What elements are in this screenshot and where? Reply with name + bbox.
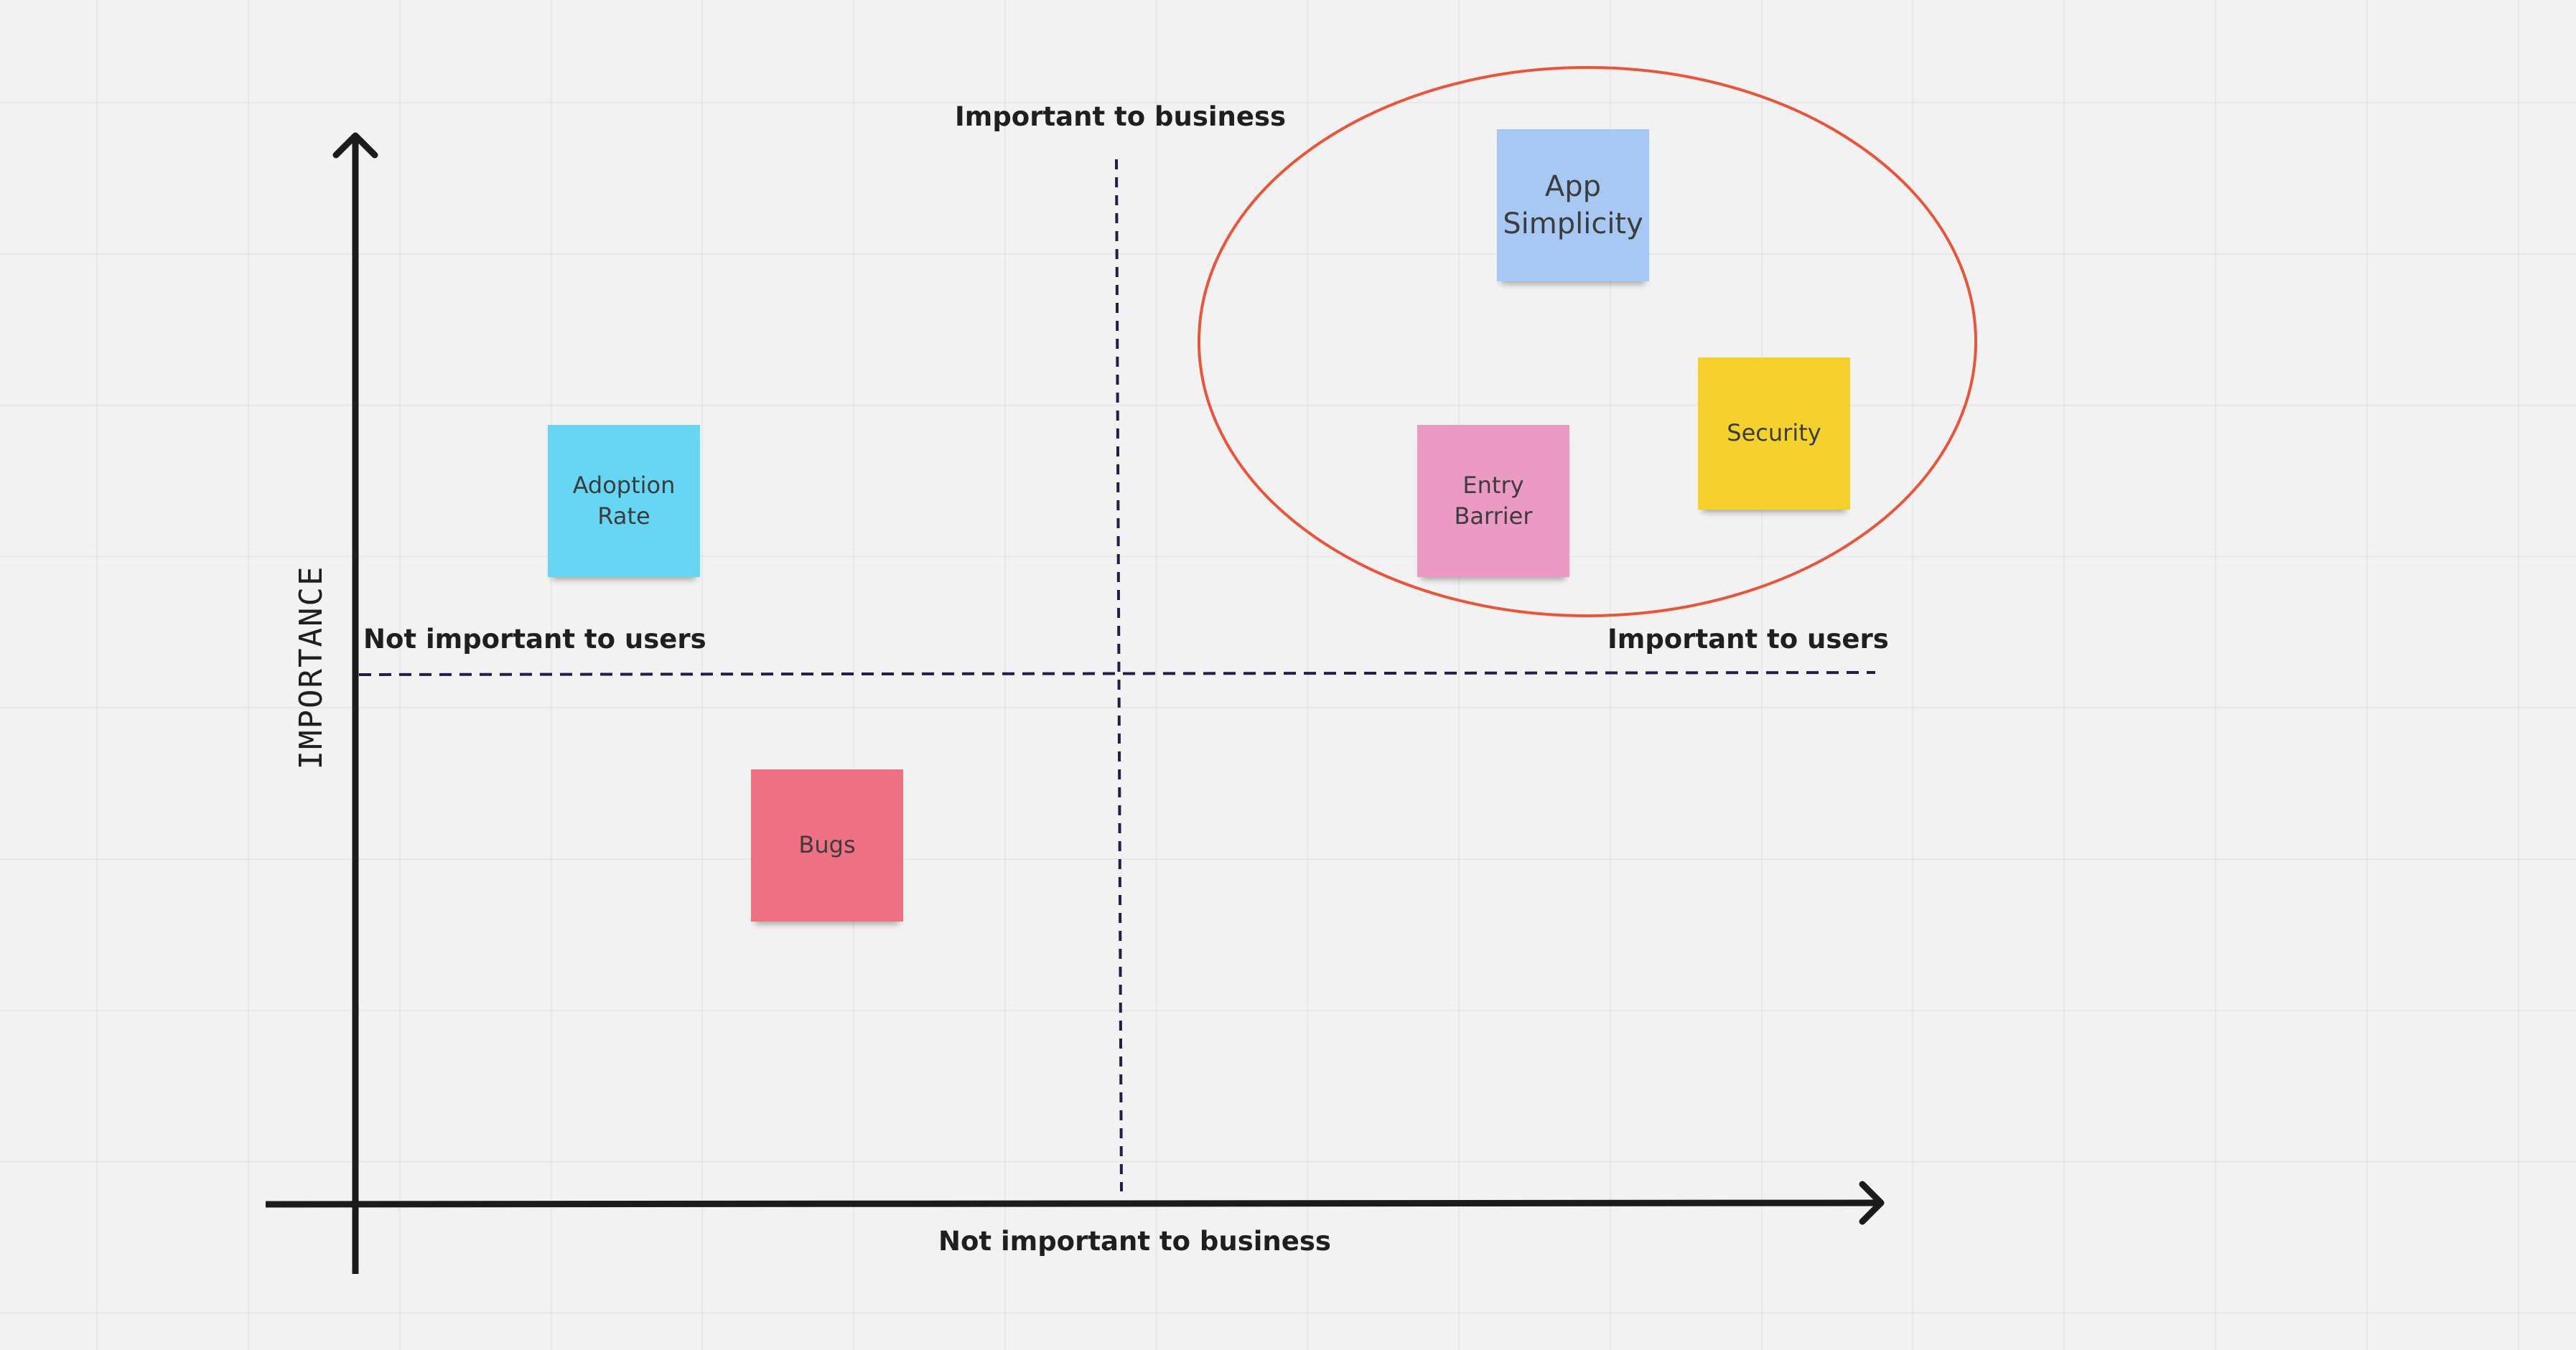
x-axis	[265, 1199, 1877, 1208]
label-important-to-business: Important to business	[955, 101, 1287, 132]
sticky-note-security[interactable]: Security	[1698, 357, 1850, 510]
sticky-note-text: Security	[1727, 419, 1821, 447]
y-axis-arrowhead	[332, 132, 378, 159]
highlight-ellipse[interactable]	[1198, 66, 1977, 617]
horizontal-divider	[358, 671, 1876, 676]
x-axis-arrowhead	[1859, 1181, 1885, 1225]
sticky-note-text: Bugs	[798, 831, 856, 859]
sticky-note-bugs[interactable]: Bugs	[751, 769, 903, 922]
label-not-important-to-business: Not important to business	[938, 1226, 1331, 1257]
vertical-divider	[1115, 159, 1123, 1192]
label-important-to-users: Important to users	[1607, 624, 1889, 655]
label-not-important-to-users: Not important to users	[363, 624, 706, 655]
y-axis-title: IMPORTANCE	[293, 565, 330, 770]
